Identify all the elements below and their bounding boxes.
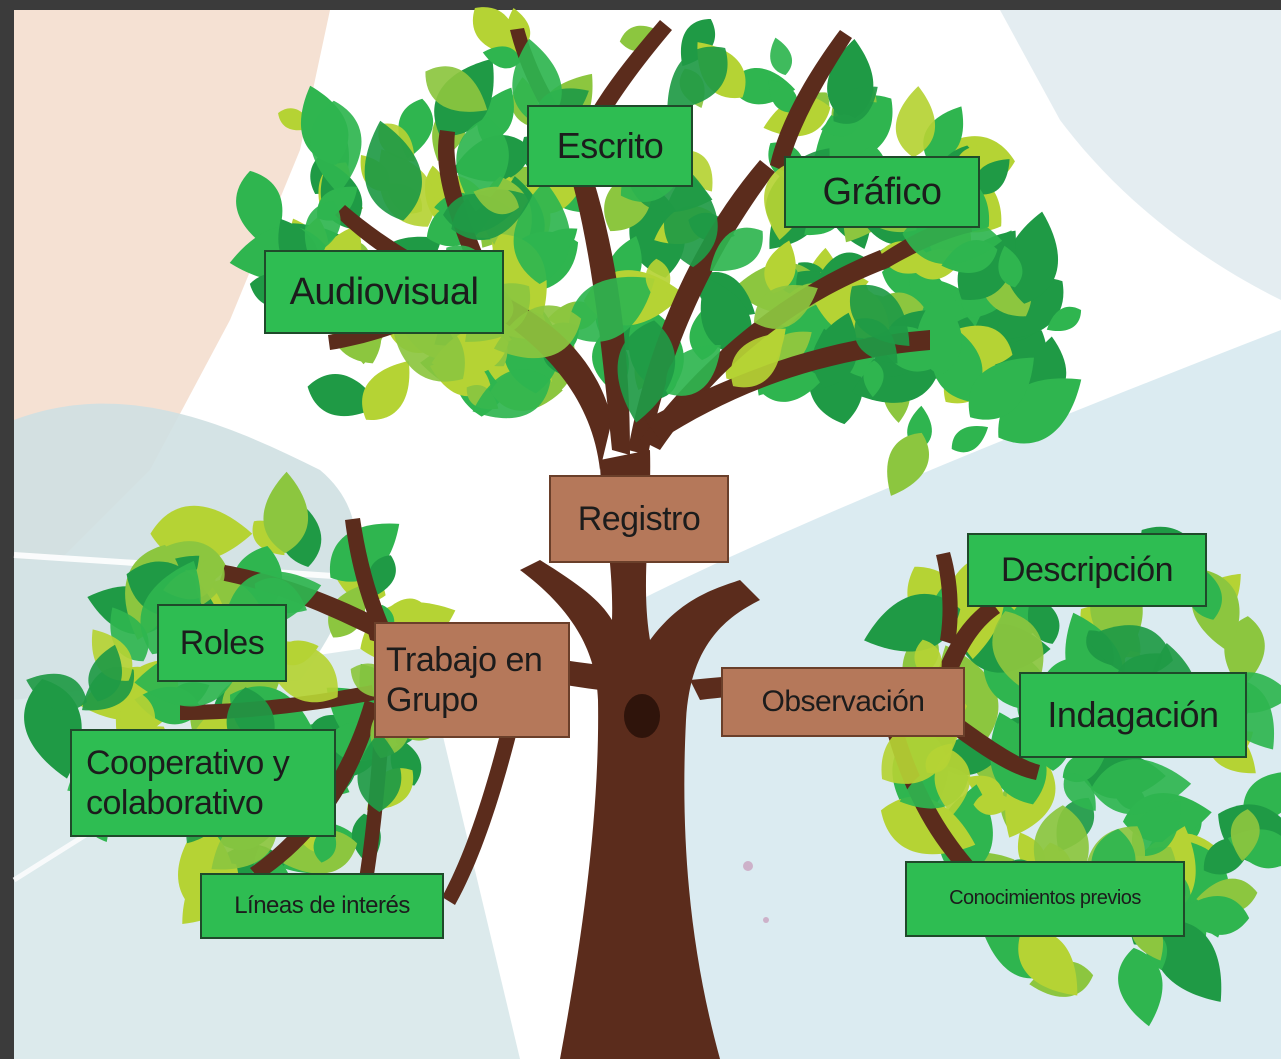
leaf-shape bbox=[753, 285, 818, 329]
node-descripcion: Descripción bbox=[967, 533, 1207, 607]
leaf-shape bbox=[26, 673, 87, 711]
leaf-shape bbox=[425, 66, 488, 112]
leaf-shape bbox=[568, 276, 655, 342]
leaf-shape bbox=[934, 750, 971, 816]
leaf-shape bbox=[263, 471, 308, 554]
leaf-shape bbox=[472, 7, 519, 56]
leaf-shape bbox=[513, 180, 571, 285]
leaf-shape bbox=[863, 360, 884, 398]
leaf-shape bbox=[850, 285, 910, 346]
leaf-shape bbox=[833, 86, 878, 124]
leaf-shape bbox=[731, 332, 783, 388]
leaf-shape bbox=[1046, 306, 1082, 331]
leaf-shape bbox=[88, 644, 122, 702]
leaf-shape bbox=[974, 159, 1010, 195]
leaf-shape bbox=[364, 120, 422, 221]
node-audiovisual: Audiovisual bbox=[264, 250, 504, 334]
leaf-shape bbox=[1090, 759, 1192, 815]
leaf-shape bbox=[307, 373, 380, 417]
node-lineas-de-interes: Líneas de interés bbox=[200, 873, 444, 939]
node-escrito: Escrito bbox=[527, 105, 693, 187]
leaf-shape bbox=[310, 100, 362, 194]
node-cooperativo-colaborativo: Cooperativo y colaborativo bbox=[70, 729, 336, 837]
leaf-shape bbox=[617, 320, 676, 423]
leaf-shape bbox=[1018, 930, 1078, 996]
leaf-shape bbox=[667, 46, 728, 111]
leaf-shape bbox=[664, 169, 718, 268]
leaf-shape bbox=[645, 258, 671, 304]
node-conocimientos-previos: Conocimientos previos bbox=[905, 861, 1185, 937]
leaf-shape bbox=[472, 369, 551, 419]
node-grafico: Gráfico bbox=[784, 156, 980, 228]
leaf-shape bbox=[482, 46, 522, 69]
leaf-shape bbox=[951, 426, 989, 453]
leaf-shape bbox=[357, 732, 402, 812]
leaf-shape bbox=[493, 305, 582, 359]
node-trabajo-en-grupo: Trabajo en Grupo bbox=[374, 622, 570, 738]
leaf-shape bbox=[887, 432, 930, 496]
leaf-shape bbox=[362, 361, 410, 420]
node-indagacion: Indagación bbox=[1019, 672, 1247, 758]
leaf-shape bbox=[1178, 896, 1250, 935]
leaf-shape bbox=[768, 79, 798, 113]
leaf-shape bbox=[770, 37, 793, 76]
leaf-shape bbox=[764, 240, 796, 294]
leaf-shape bbox=[1118, 947, 1163, 1027]
leaf-shape bbox=[973, 792, 1015, 815]
leaf-shape bbox=[473, 186, 520, 215]
leaf-shape bbox=[304, 201, 341, 257]
leaf-shape bbox=[923, 106, 964, 162]
leaf-shape bbox=[916, 293, 962, 376]
node-roles: Roles bbox=[157, 604, 287, 682]
leaf-shape bbox=[1230, 809, 1260, 862]
leaf-shape bbox=[998, 245, 1023, 288]
leaf-shape bbox=[1131, 800, 1181, 857]
leaf-shape bbox=[512, 38, 562, 128]
node-observacion: Observación bbox=[721, 667, 965, 737]
leaf-shape bbox=[1154, 920, 1222, 1002]
leaf-shape bbox=[864, 593, 961, 652]
leaf-shape bbox=[1063, 773, 1096, 811]
node-registro: Registro bbox=[549, 475, 729, 563]
leaf-shape bbox=[968, 357, 1034, 420]
leaf-shape bbox=[709, 227, 763, 272]
leaf-shape bbox=[665, 345, 721, 396]
leaf-shape bbox=[895, 86, 936, 158]
